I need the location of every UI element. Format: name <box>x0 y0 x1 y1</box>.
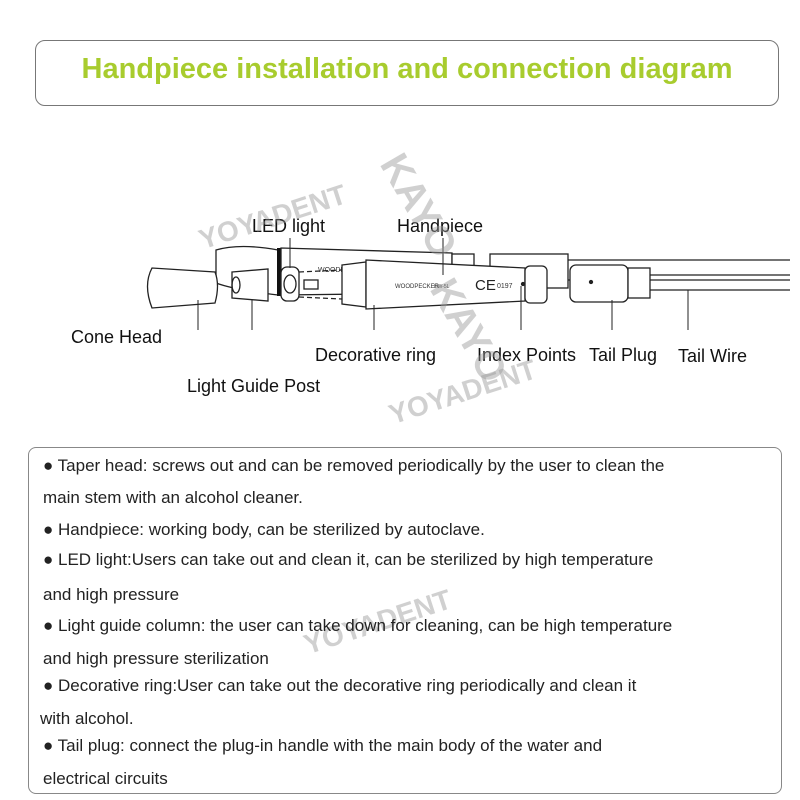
svg-text:CE: CE <box>475 277 496 294</box>
description-line: and high pressure <box>43 585 180 604</box>
description-line: with alcohol. <box>40 709 134 728</box>
label-light-guide-post: Light Guide Post <box>187 376 321 396</box>
svg-text:WOODPECKER: WOODPECKER <box>395 284 440 290</box>
title-box: Handpiece installation and connection di… <box>35 40 779 106</box>
label-led-light: LED light <box>252 216 326 236</box>
description-line: ● Decorative ring:User can take out the … <box>43 676 637 695</box>
label-cone-head: Cone Head <box>71 327 163 347</box>
tail-plug <box>569 264 790 303</box>
page-title: Handpiece installation and connection di… <box>81 53 733 85</box>
description-line: and high pressure sterilization <box>43 649 269 668</box>
description-line: main stem with an alcohol cleaner. <box>43 488 303 507</box>
description-line: ● Taper head: screws out and can be remo… <box>43 456 665 475</box>
label-handpiece: Handpiece <box>397 216 484 236</box>
description-line: ● Light guide column: the user can take … <box>43 616 673 635</box>
description-line: ● Handpiece: working body, can be steril… <box>43 520 485 539</box>
handpiece-diagram: WOODPECKER CE 0197 WOODPECKER HW-5L CE 0… <box>146 238 790 330</box>
label-index-points: Index Points <box>477 345 577 365</box>
description-line: ● Tail plug: connect the plug-in handle … <box>43 736 603 755</box>
svg-text:0197: 0197 <box>497 283 513 290</box>
label-decorative-ring: Decorative ring <box>315 345 437 365</box>
description-box <box>28 447 782 794</box>
tail-wire <box>650 274 790 291</box>
description-line: ● LED light:Users can take out and clean… <box>43 550 654 569</box>
label-tail-wire: Tail Wire <box>678 346 748 366</box>
label-tail-plug: Tail Plug <box>589 345 658 365</box>
description-line: electrical circuits <box>43 769 168 788</box>
handpiece-body: WOODPECKER HW-5L CE 0197 <box>341 259 548 310</box>
model-text: HW-5L <box>434 284 450 290</box>
cone-head <box>146 267 219 309</box>
light-guide-post <box>231 268 269 302</box>
